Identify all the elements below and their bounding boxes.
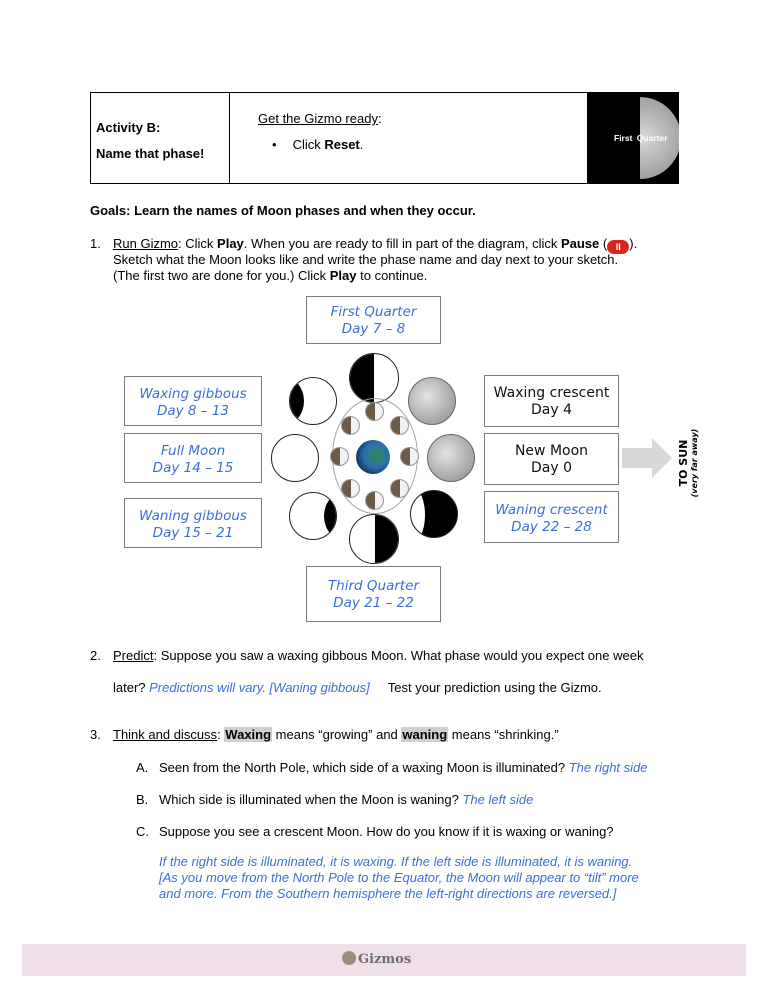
orbit-moon xyxy=(341,416,360,435)
full-moon xyxy=(271,434,319,482)
q3a-letter: A. xyxy=(136,760,149,775)
orbit-moon xyxy=(365,491,384,510)
q3-number: 3. xyxy=(90,727,101,742)
pause-icon: II xyxy=(607,240,630,254)
first-quarter-moon-image: First Quarter xyxy=(587,93,679,183)
q2-number: 2. xyxy=(90,648,101,663)
q3a-answer: The right side xyxy=(568,760,648,775)
q2-answer: Predictions will vary. [Waning gibbous] xyxy=(149,680,370,695)
activity-title: Activity B: xyxy=(96,120,161,135)
bullet-icon: • xyxy=(272,137,277,152)
waxing-crescent-sketch xyxy=(408,377,456,425)
activity-header-table: Activity B: Name that phase! Get the Giz… xyxy=(90,92,679,184)
q1-line2: Sketch what the Moon looks like and writ… xyxy=(113,252,619,267)
instructions-cell: Get the Gizmo ready: xyxy=(258,111,382,126)
orbit-moon xyxy=(390,479,409,498)
q1-line3: (The first two are done for you.) Click … xyxy=(113,268,428,283)
q3c-question: Suppose you see a crescent Moon. How do … xyxy=(159,824,614,839)
q3c-answer: If the right side is illuminated, it is … xyxy=(159,854,639,901)
orbit-moon xyxy=(341,479,360,498)
orbit-moon xyxy=(365,402,384,421)
orbit-ring xyxy=(332,398,418,514)
sun-arrow-head xyxy=(652,438,672,478)
moon-icon xyxy=(599,97,679,179)
moon-image-label: First Quarter xyxy=(614,133,668,143)
q1-number: 1. xyxy=(90,236,101,251)
q1-line1: Run Gizmo: Click Play. When you are read… xyxy=(113,236,638,254)
q3b-answer: The left side xyxy=(462,792,534,807)
q2-line2: later? Predictions will vary. [Waning gi… xyxy=(113,680,602,695)
orbit-moon xyxy=(390,416,409,435)
q3-heading: Think and discuss: Waxing means “growing… xyxy=(113,727,559,742)
q2-line1: Predict: Suppose you saw a waxing gibbou… xyxy=(113,648,644,663)
earth-icon xyxy=(356,440,390,474)
footer-bar: Gizmos xyxy=(22,944,746,976)
sun-label: TO SUN (very far away) xyxy=(677,428,699,498)
orbit-moon xyxy=(330,447,349,466)
new-moon-sketch xyxy=(427,434,475,482)
q3b-letter: B. xyxy=(136,792,149,807)
first-quarter-moon xyxy=(349,353,399,403)
waning-gibbous-moon xyxy=(289,492,337,540)
el-logo-icon xyxy=(342,951,356,965)
q3a-line: Seen from the North Pole, which side of … xyxy=(159,760,648,775)
sun-arrow-icon xyxy=(622,448,652,468)
waxing-gibbous-moon xyxy=(289,377,337,425)
q3c-letter: C. xyxy=(136,824,149,839)
goals-heading: Goals: Learn the names of Moon phases an… xyxy=(90,203,476,218)
orbit-moon xyxy=(400,447,419,466)
reset-instruction: •Click Reset. xyxy=(272,137,364,152)
third-quarter-moon xyxy=(349,514,399,564)
activity-name: Name that phase! xyxy=(96,146,205,161)
ready-label: Get the Gizmo ready xyxy=(258,111,378,126)
gizmos-logo: Gizmos xyxy=(342,951,411,967)
q3b-line: Which side is illuminated when the Moon … xyxy=(159,792,534,807)
activity-cell: Activity B: Name that phase! xyxy=(91,93,230,183)
waning-crescent-moon xyxy=(410,490,458,538)
